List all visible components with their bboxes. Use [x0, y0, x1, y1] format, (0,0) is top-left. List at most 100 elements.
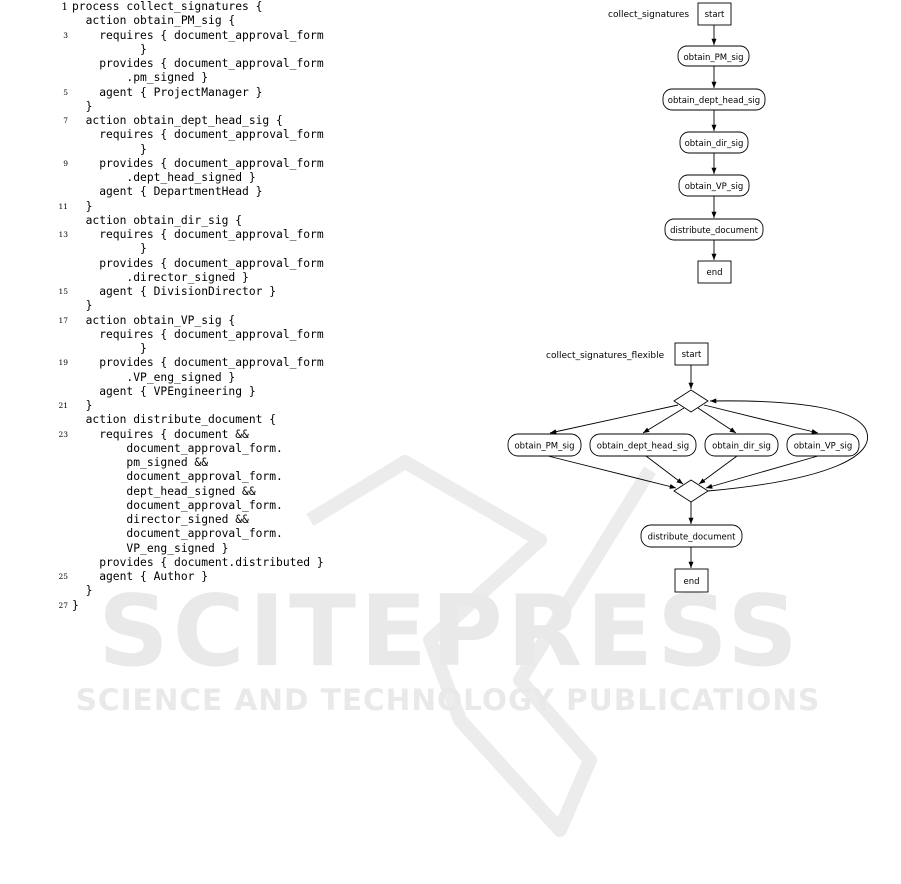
code-line-number: 19	[58, 358, 68, 368]
code-line-text: provides { document_approval_form	[72, 57, 324, 70]
code-line: }	[0, 342, 420, 356]
code-line: director_signed &&	[0, 513, 420, 527]
code-line-number: 15	[58, 287, 68, 296]
code-line-text: provides { document_approval_form	[72, 256, 324, 270]
code-line-text: VP_eng_signed }	[72, 541, 229, 555]
code-line: 15 agent { DivisionDirector }	[0, 285, 420, 299]
code-line-text: }	[72, 242, 147, 256]
code-line: provides { document_approval_form	[0, 257, 420, 271]
flex-edge-split-dir	[697, 407, 737, 434]
code-line: }	[0, 584, 420, 598]
code-line: .director_signed }	[0, 271, 420, 285]
code-line-text: .VP_eng_signed }	[72, 370, 236, 384]
code-line-number: 1	[61, 1, 68, 13]
code-line: }	[0, 143, 420, 157]
code-line-text: agent { DivisionDirector }	[72, 285, 277, 298]
flex-edge-split-dept	[642, 407, 685, 434]
code-line-text: }	[72, 399, 93, 412]
flex-node-label: obtain_dir_sig	[712, 442, 771, 452]
code-line: .dept_head_signed }	[0, 171, 420, 185]
seq-start-label: start	[705, 10, 725, 20]
flex-node-label: obtain_PM_sig	[514, 442, 574, 452]
code-line: dept_head_signed &&	[0, 485, 420, 499]
flex-start-label: start	[682, 350, 702, 360]
code-line: document_approval_form.	[0, 470, 420, 484]
code-line: 19 provides { document_approval_form	[0, 356, 420, 370]
code-line-text: provides { document.distributed }	[72, 555, 324, 569]
code-line-text: action obtain_VP_sig {	[72, 313, 236, 327]
code-line: VP_eng_signed }	[0, 542, 420, 556]
flex-end-label: end	[683, 577, 699, 587]
code-line: .VP_eng_signed }	[0, 371, 420, 385]
code-line-text: requires { document_approval_form	[72, 28, 324, 42]
code-line-text: .director_signed }	[72, 270, 249, 284]
code-line-text: }	[72, 199, 93, 213]
code-line-number: 11	[58, 201, 68, 211]
flex-edge-loop-back	[707, 398, 868, 492]
code-line-number: 17	[58, 315, 68, 325]
code-line-text: }	[72, 584, 93, 598]
code-line: agent { DepartmentHead }	[0, 185, 420, 199]
code-line-number: 9	[63, 158, 68, 168]
seq-node-label: obtain_PM_sig	[683, 53, 743, 63]
code-line: action obtain_dir_sig {	[0, 214, 420, 228]
code-line: 27}	[0, 599, 420, 613]
code-line-text: requires { document &&	[72, 427, 249, 441]
code-line-text: agent { DepartmentHead }	[72, 185, 263, 199]
flex-node-label: obtain_dept_head_sig	[597, 442, 689, 452]
code-line: 25 agent { Author }	[0, 570, 420, 584]
flex-node-obtain-pm-sig	[507, 433, 582, 457]
seq-node-label: obtain_dir_sig	[685, 139, 744, 149]
seq-end-label: end	[706, 268, 722, 278]
code-line-text: }	[72, 342, 147, 355]
code-line: 23 requires { document &&	[0, 428, 420, 442]
code-line-text: action obtain_PM_sig {	[72, 14, 236, 28]
flex-node-label: obtain_VP_sig	[794, 442, 853, 452]
code-line-text: document_approval_form.	[72, 527, 283, 541]
code-line: provides { document_approval_form	[0, 57, 420, 71]
code-line-text: provides { document_approval_form	[72, 356, 324, 370]
code-line-text: document_approval_form.	[72, 470, 283, 484]
code-line-number: 27	[58, 600, 68, 610]
flex-join-diamond	[673, 479, 709, 503]
code-line-text: document_approval_form.	[72, 441, 283, 455]
code-line: pm_signed &&	[0, 456, 420, 470]
code-line: requires { document_approval_form	[0, 128, 420, 142]
code-line: 9 provides { document_approval_form	[0, 157, 420, 171]
sequential-diagram-label: collect_signatures	[608, 10, 689, 20]
flex-edge-dept-join	[645, 455, 684, 485]
code-line: action obtain_PM_sig {	[0, 14, 420, 28]
code-line-number: 3	[63, 30, 68, 40]
code-line-text: director_signed &&	[72, 513, 249, 526]
seq-node-label: obtain_dept_head_sig	[668, 96, 760, 106]
code-line-text: dept_head_signed &&	[72, 484, 256, 498]
code-line-text: }	[72, 142, 147, 156]
code-line: 3 requires { document_approval_form	[0, 29, 420, 43]
code-line: document_approval_form.	[0, 442, 420, 456]
code-line: }	[0, 242, 420, 256]
code-line-text: requires { document_approval_form	[72, 327, 324, 341]
code-line: .pm_signed }	[0, 71, 420, 85]
code-line-text: pm_signed &&	[72, 456, 209, 469]
code-line-text: action obtain_dir_sig {	[72, 213, 243, 227]
code-line: }	[0, 100, 420, 114]
code-line-number: 7	[63, 116, 68, 125]
seq-start-node	[697, 2, 732, 26]
code-line-text: }	[72, 42, 147, 56]
code-line: action distribute_document {	[0, 413, 420, 427]
code-line: provides { document.distributed }	[0, 556, 420, 570]
flex-split-diamond	[673, 389, 709, 413]
flex-node-obtain-vp-sig	[786, 433, 860, 457]
seq-node-label: distribute_document	[670, 226, 759, 236]
code-line-text: provides { document_approval_form	[72, 156, 324, 170]
code-line-text: agent { Author }	[72, 570, 209, 583]
flex-node-obtain-dept-head-sig	[589, 433, 697, 457]
flex-end-node	[674, 568, 709, 593]
code-line: requires { document_approval_form	[0, 328, 420, 342]
code-line: 13 requires { document_approval_form	[0, 228, 420, 242]
code-line-number: 23	[58, 429, 68, 439]
flex-edge-split-vp	[703, 404, 819, 434]
